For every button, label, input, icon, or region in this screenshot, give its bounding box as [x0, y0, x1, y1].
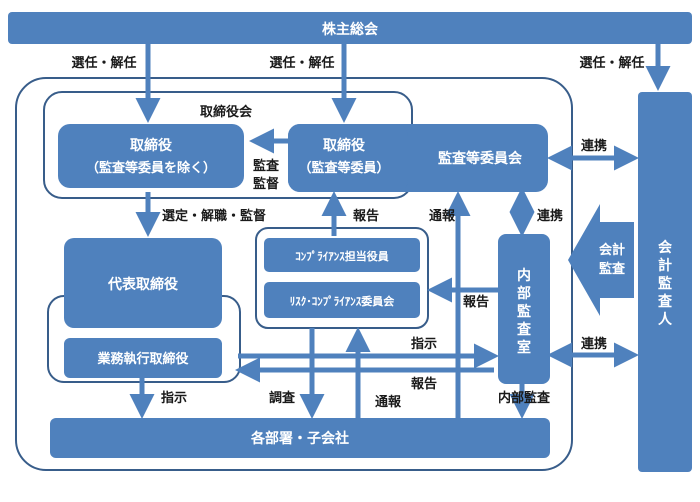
label-report-mid: 報告 — [463, 294, 489, 310]
audit-committee-label: 監査等委員会 — [438, 150, 523, 167]
label-cooperation-mid: 連携 — [537, 208, 563, 224]
label-report-top: 報告 — [353, 208, 379, 224]
label-whistleblow-bottom: 通報 — [375, 394, 402, 410]
accounting-auditor-char: 計 — [658, 257, 672, 274]
directors-audit-line1: 取締役 — [323, 137, 366, 154]
accounting-audit-arrow — [568, 204, 634, 316]
internal-audit-char: 部 — [517, 285, 531, 302]
risk-committee-label: ﾘｽｸ･ｺﾝﾌﾟﾗｲｱﾝｽ委員会 — [290, 294, 395, 308]
departments-label: 各部署・子会社 — [250, 430, 349, 447]
departments-box — [50, 418, 550, 458]
accounting-auditor-char: 監 — [658, 275, 672, 292]
internal-audit-char: 査 — [517, 321, 532, 338]
risk-committee-box — [264, 282, 420, 318]
label-investigate: 調査 — [269, 390, 296, 406]
directors-non-audit-box — [58, 124, 244, 188]
shareholders-meeting-label: 株主総会 — [322, 21, 379, 38]
accounting-auditor-box — [638, 92, 692, 472]
internal-audit-box — [498, 234, 550, 384]
label-internal-audit: 内部監査 — [498, 390, 551, 406]
label-supervision: 監督 — [253, 176, 279, 192]
arrows — [129, 44, 671, 419]
executive-director-label: 業務執行取締役 — [96, 351, 188, 367]
label-report-bottom: 報告 — [411, 376, 437, 392]
internal-audit-char: 監 — [517, 303, 531, 320]
company-frame — [15, 77, 573, 471]
accounting-auditor-char: 会 — [658, 239, 673, 256]
representative-director-box — [64, 238, 222, 328]
label-cooperation-bottom: 連携 — [581, 336, 607, 352]
accounting-auditor-label: 会 計 監 査 人 — [658, 239, 673, 328]
directors-non-audit-line1: 取締役 — [130, 137, 173, 154]
directors-non-audit-line2: （監査等委員を除く） — [86, 160, 216, 176]
internal-audit-char: 室 — [517, 339, 531, 356]
label-cooperation-top: 連携 — [581, 138, 607, 154]
board-title: 取締役会 — [200, 104, 253, 120]
shareholders-meeting-box — [8, 12, 692, 44]
directors-audit-divider — [288, 124, 408, 192]
internal-audit-char: 内 — [517, 267, 531, 284]
label-instruct-right: 指示 — [411, 336, 437, 352]
representative-director-label: 代表取締役 — [107, 276, 179, 293]
compliance-officer-label: ｺﾝﾌﾟﾗｲｱﾝｽ担当役員 — [295, 249, 389, 263]
label-elect-center: 選任・解任 — [269, 55, 334, 71]
accounting-auditor-char: 査 — [658, 293, 673, 310]
directors-audit-line2: （監査等委員） — [298, 160, 389, 176]
label-audit: 監査 — [253, 158, 280, 174]
label-elect-left: 選任・解任 — [71, 55, 136, 71]
accounting-auditor-char: 人 — [658, 311, 673, 328]
compliance-officer-box — [264, 238, 420, 272]
accounting-audit-line2: 監査 — [599, 261, 626, 277]
arrow-labels: 選任・解任 選任・解任 選任・解任 選定・解職・監督 報告 通報 連携 連携 報… — [71, 55, 644, 410]
label-instruct-left: 指示 — [161, 390, 187, 406]
label-select-dismiss: 選定・解職・監督 — [162, 208, 266, 224]
label-elect-right: 選任・解任 — [579, 55, 644, 71]
accounting-audit-line1: 会計 — [599, 242, 625, 258]
label-whistleblow-top: 通報 — [429, 208, 456, 224]
executive-director-box — [64, 338, 222, 378]
internal-audit-label: 内 部 監 査 室 — [517, 267, 532, 356]
